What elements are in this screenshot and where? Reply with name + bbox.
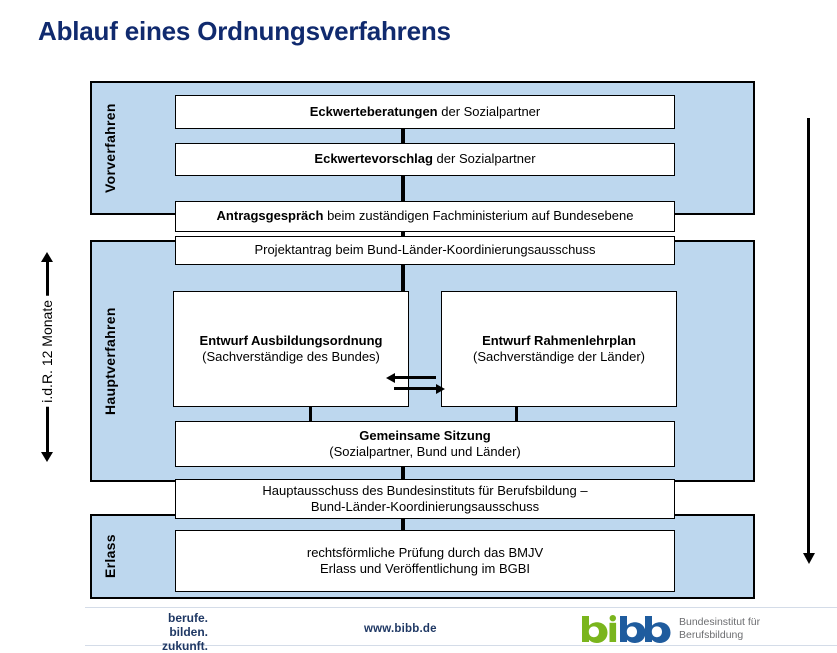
duration-arrowhead-down: [41, 452, 53, 462]
brand-claim-line-3: zukunft.: [162, 638, 208, 653]
box-strong-text: Gemeinsame Sitzung: [359, 427, 491, 443]
brand-claim: berufe. bilden. zukunft.: [98, 611, 208, 653]
connector-rahmenlehrplan-to-gemeinsame-sitzung: [515, 407, 518, 422]
process-box-entwurf-ausbildungsordnung[interactable]: Entwurf Ausbildungsordnung (Sachverständ…: [173, 291, 409, 407]
box-subtext: Bund-Länder-Koordinierungsausschuss: [310, 499, 540, 514]
process-box-eckwertevorschlag[interactable]: Eckwertevorschlag der Sozialpartner: [175, 143, 675, 176]
arrow-shaft-rahmenlehrplan-to-ausbildungsordnung: [394, 376, 436, 379]
page-title: Ablauf eines Ordnungsverfahrens: [38, 16, 451, 46]
process-box-projektantrag[interactable]: Projektantrag beim Bund-Länder-Koordinie…: [175, 236, 675, 265]
arrow-shaft-ausbildungsordnung-to-rahmenlehrplan: [394, 387, 436, 390]
website-url[interactable]: www.bibb.de: [364, 623, 437, 635]
box-rest-text: Projektantrag beim Bund-Länder-Koordinie…: [254, 242, 596, 258]
box-rest-text: der Sozialpartner: [437, 103, 541, 119]
process-box-gemeinsame-sitzung[interactable]: Gemeinsame Sitzung (Sozialpartner, Bund …: [175, 421, 675, 467]
footer-divider-top: [85, 607, 837, 608]
process-box-eckwerteberatungen[interactable]: Eckwerteberatungen der Sozialpartner: [175, 95, 675, 129]
section-label-vorverfahren: Vorverfahren: [102, 103, 118, 193]
bibb-logo-subtitle-line-2: Berufsbildung: [679, 629, 744, 641]
brand-claim-line-1: berufe.: [167, 611, 208, 625]
connector-ausbildungsordnung-to-gemeinsame-sitzung: [309, 407, 312, 422]
box-rest-text: beim zuständigen Fachministerium auf Bun…: [323, 208, 634, 224]
box-strong-text: Entwurf Ausbildungsordnung: [199, 332, 383, 348]
box-rest-text: Hauptausschuss des Bundesinstituts für B…: [262, 482, 588, 498]
duration-arrowhead-up: [41, 252, 53, 262]
bibb-wordmark-icon: [582, 615, 671, 643]
process-box-entwurf-rahmenlehrplan[interactable]: Entwurf Rahmenlehrplan (Sachverständige …: [441, 291, 677, 407]
box-subtext: Erlass und Veröffentlichung im BGBI: [319, 561, 531, 576]
bibb-logo-subtitle: Bundesinstitut für Berufsbildung: [679, 616, 760, 642]
connector-gemeinsame-sitzung-to-hauptausschuss: [401, 467, 405, 479]
box-subtext: (Sachverständige des Bundes): [202, 349, 380, 364]
duration-label: i.d.R. 12 Monate: [39, 296, 55, 407]
box-subtext: (Sozialpartner, Bund und Länder): [329, 444, 521, 459]
flow-arrow-shaft: [807, 118, 810, 555]
process-box-hauptausschuss[interactable]: Hauptausschuss des Bundesinstituts für B…: [175, 479, 675, 519]
footer-divider-bottom: [85, 645, 837, 646]
arrowhead-to-ausbildungsordnung: [386, 372, 395, 383]
box-strong-text: Eckwertevorschlag: [314, 151, 433, 167]
box-strong-text: Antragsgespräch: [216, 208, 324, 224]
flow-arrowhead-down: [802, 553, 815, 564]
process-box-antragsgespraech[interactable]: Antragsgespräch beim zuständigen Fachmin…: [175, 201, 675, 232]
bibb-logo: Bundesinstitut für Berufsbildung: [580, 615, 760, 643]
bibb-logo-subtitle-line-1: Bundesinstitut für: [679, 615, 761, 628]
section-label-erlass: Erlass: [102, 534, 118, 579]
connector-eckwertevorschlag-to-antragsgespraech: [401, 175, 405, 202]
connector-hauptausschuss-to-erlass: [401, 518, 405, 531]
box-subtext: (Sachverständige der Länder): [473, 349, 645, 364]
section-label-hauptverfahren: Hauptverfahren: [102, 307, 118, 415]
connector-antragsgespraech-to-projektantrag: [401, 231, 405, 238]
process-box-erlass[interactable]: rechtsförmliche Prüfung durch das BMJV E…: [175, 530, 675, 592]
box-strong-text: Eckwerteberatungen: [309, 103, 438, 119]
arrowhead-to-rahmenlehrplan: [436, 383, 445, 394]
connector-eckwerteberatungen-to-eckwertevorschlag: [401, 128, 405, 144]
box-rest-text: der Sozialpartner: [432, 151, 536, 167]
box-rest-text: rechtsförmliche Prüfung durch das BMJV: [306, 544, 544, 560]
box-strong-text: Entwurf Rahmenlehrplan: [482, 332, 636, 348]
brand-claim-line-2: bilden.: [169, 624, 208, 639]
